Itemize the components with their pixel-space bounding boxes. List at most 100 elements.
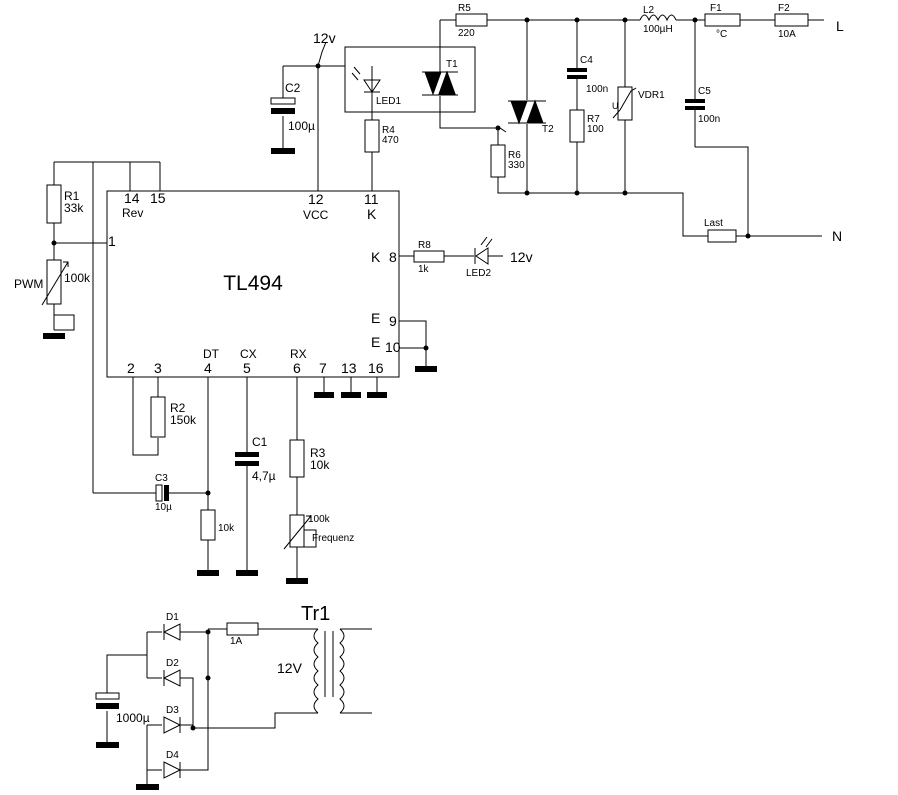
- d2-ref: D2: [166, 658, 179, 669]
- emitter-ground: [399, 320, 437, 372]
- junction-dot: [495, 125, 501, 131]
- capacitor-c5-plate: [685, 99, 705, 103]
- t1-ref: T1: [446, 59, 458, 70]
- power-supply: Tr1 12V 1A D1 D2 D3: [95, 603, 372, 790]
- resistor-r7: [569, 109, 585, 143]
- resistor-r8: [413, 250, 445, 263]
- led1-ref: LED1: [376, 96, 401, 107]
- transformer-secondary: [313, 628, 319, 714]
- triac-t2-half: [510, 100, 528, 125]
- vcc-label: 12v: [313, 30, 336, 46]
- c1-value: 4,7µ: [252, 469, 276, 483]
- ground-symbol: [286, 578, 308, 584]
- capacitor-c1-plate: [235, 461, 259, 466]
- capacitor-c1-plate: [235, 452, 259, 457]
- junction-dot: [51, 240, 57, 246]
- transformer-primary: [339, 628, 345, 714]
- fuse-f2: [774, 13, 809, 27]
- c1-ref: C1: [252, 435, 268, 449]
- c4-value: 100n: [586, 84, 608, 95]
- resistor-r4: [364, 119, 380, 153]
- f1-value: °C: [716, 29, 727, 40]
- c5-ref: C5: [698, 86, 711, 97]
- pwm-ref: PWM: [14, 277, 43, 291]
- c3-value: 10µ: [155, 502, 172, 513]
- pin-number-8: 8: [389, 249, 397, 265]
- pin-label-rev: Rev: [122, 206, 143, 220]
- r3-value: 10k: [310, 458, 330, 472]
- f1-ref: F1: [710, 3, 722, 14]
- capacitor-c5-plate: [685, 106, 705, 110]
- fuse-1a-value: 1A: [230, 636, 243, 647]
- capacitor-c2-plate: [270, 97, 296, 105]
- load-ref: Last: [704, 218, 723, 229]
- pin-number-10: 10: [385, 339, 401, 355]
- pin-number-1: 1: [108, 233, 116, 249]
- pin-number-9: 9: [389, 313, 397, 329]
- ground-symbol: [271, 148, 295, 154]
- resistor-dt: [200, 509, 216, 541]
- c2-ref: C2: [285, 81, 301, 95]
- capacitor-c2-plate-neg: [271, 108, 295, 114]
- r7-ref: R7: [587, 114, 600, 125]
- junction-dot: [190, 725, 196, 731]
- c2-value: 100µ: [288, 119, 315, 133]
- triac-t1-half: [438, 70, 456, 95]
- pin-number-13: 13: [341, 360, 357, 376]
- status-led: R8 1k LED2 12v: [399, 236, 533, 279]
- pin-number-4: 4: [204, 360, 212, 376]
- l2-value: 100µH: [643, 24, 673, 35]
- vdr1-symbol: U: [612, 101, 619, 111]
- snubber-network: C4 100n R7 100 U VDR1 C5 100n: [567, 20, 720, 193]
- capacitor-c3-plate: [155, 484, 163, 502]
- r6-ref: R6: [508, 150, 521, 161]
- freq-value: 100k: [308, 514, 331, 525]
- junction-dot: [315, 63, 321, 69]
- capacitor-1000u-plate-neg: [96, 703, 119, 709]
- potentiometer-frequenz: [289, 514, 305, 548]
- main-triac: T2 R6 330 Last N: [490, 20, 842, 244]
- resistor-r1: [46, 184, 62, 224]
- r1-ref: R1: [64, 189, 80, 203]
- pin-number-12: 12: [308, 191, 324, 207]
- timing-capacitor: C1 4,7µ: [235, 377, 276, 576]
- r7-value: 100: [587, 124, 604, 135]
- resistor-r6: [490, 144, 506, 178]
- vdr1-ref: VDR1: [638, 90, 665, 101]
- pin-number-15: 15: [150, 190, 166, 206]
- l2-ref: L2: [643, 5, 655, 16]
- pin-number-3: 3: [154, 360, 162, 376]
- ground-symbol: [136, 784, 159, 790]
- capacitor-c3-plate-neg: [164, 485, 169, 501]
- diode-d4: [163, 761, 182, 779]
- fuse-1a: [226, 622, 259, 636]
- tr1-secondary: 12V: [277, 660, 303, 676]
- c5-value: 100n: [698, 114, 720, 125]
- r3-ref: R3: [310, 446, 326, 460]
- c4-ref: C4: [580, 55, 593, 66]
- pin-number-7: 7: [319, 360, 327, 376]
- d3-ref: D3: [166, 705, 179, 716]
- f2-value: 10A: [778, 29, 796, 40]
- junction-dot: [745, 233, 751, 239]
- d1-ref: D1: [166, 612, 179, 623]
- pwm-value: 100k: [64, 271, 91, 285]
- resistor-r5: [455, 13, 488, 27]
- r6-value: 330: [508, 160, 525, 171]
- capacitor-1000u-plate: [95, 692, 120, 700]
- r2-ref: R2: [170, 401, 186, 415]
- diode-d3: [163, 716, 182, 734]
- neutral-label: N: [832, 228, 842, 244]
- resistor-r2: [150, 396, 166, 438]
- pin-label-k11: K: [367, 206, 377, 222]
- led2-ref: LED2: [466, 268, 491, 279]
- junction-dot: [205, 490, 211, 496]
- f2-ref: F2: [778, 3, 790, 14]
- junction-dot: [423, 345, 429, 351]
- pin-number-5: 5: [243, 360, 251, 376]
- pin-number-16: 16: [368, 360, 384, 376]
- pin-label-e10: E: [371, 334, 380, 350]
- compensation-network: R2 150k C3 10µ: [93, 377, 208, 513]
- pin-number-11: 11: [364, 191, 379, 207]
